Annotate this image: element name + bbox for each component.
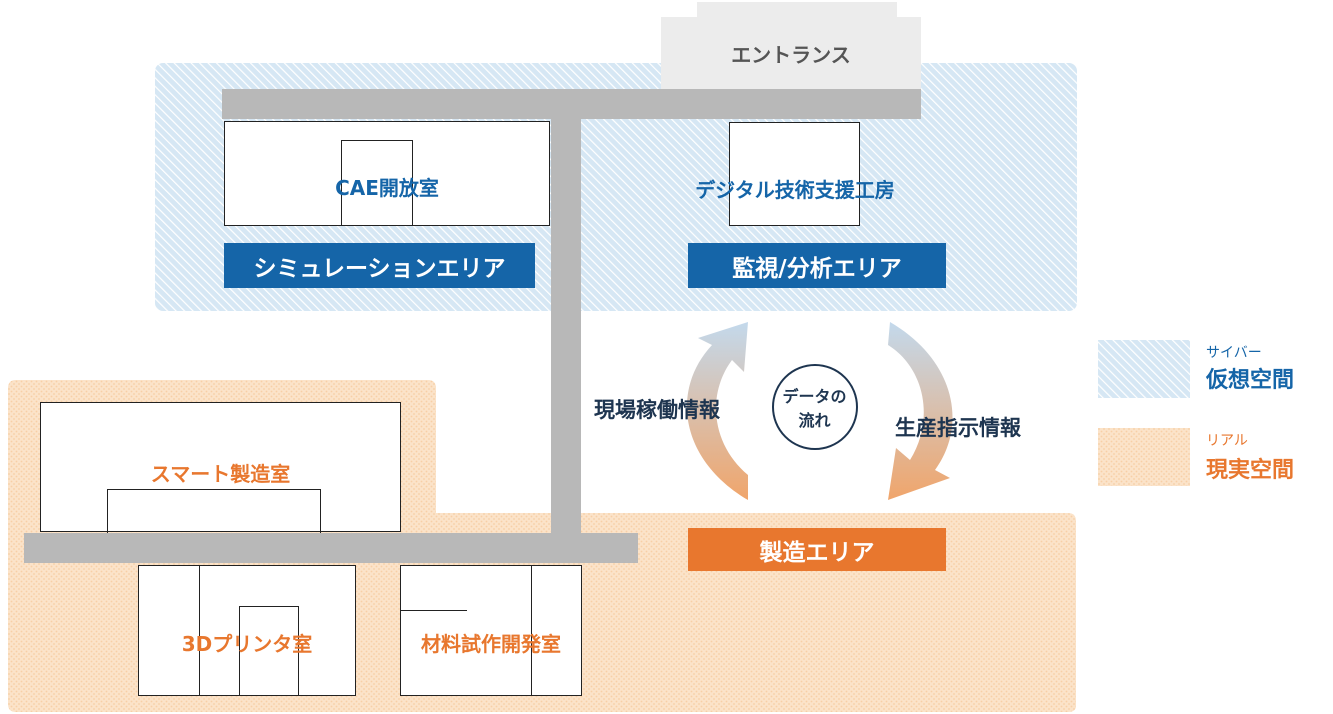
material-room-shelf	[401, 610, 467, 611]
entrance: エントランス	[661, 17, 921, 89]
arrow-down-right	[888, 322, 953, 500]
material-room-wall	[531, 566, 532, 696]
site-operation-info-label: 現場稼働情報	[594, 398, 720, 422]
digital-room-label: デジタル技術支援工房	[695, 178, 895, 202]
monitoring-area-tag: 監視/分析エリア	[688, 243, 946, 288]
smart-room-benches	[107, 489, 321, 533]
cae-room-partition	[341, 140, 413, 225]
entrance-label: エントランス	[731, 42, 851, 67]
printer-room-booth	[239, 606, 299, 696]
legend-real-small: リアル	[1206, 433, 1248, 449]
legend-virtual-swatch	[1098, 340, 1190, 398]
data-flow-circle: データの 流れ	[772, 364, 858, 450]
digital-room	[729, 122, 860, 226]
printer-room	[138, 565, 356, 696]
cae-room-label: CAE開放室	[335, 176, 439, 200]
cae-room	[224, 121, 550, 226]
corridor-vertical	[551, 89, 581, 557]
data-flow-line1: データの	[782, 387, 847, 406]
smart-room-label: スマート製造室	[150, 462, 291, 486]
printer-room-wall	[199, 566, 200, 696]
legend-real-big: 現実空間	[1206, 458, 1295, 483]
material-room-label: 材料試作開発室	[421, 632, 561, 656]
printer-room-label: 3Dプリンタ室	[181, 632, 313, 656]
legend-real-swatch	[1098, 428, 1190, 486]
legend-virtual-small: サイバー	[1206, 345, 1262, 361]
simulation-area-tag: シミュレーションエリア	[224, 243, 535, 288]
corridor-bottom	[24, 533, 638, 563]
manufacturing-area-tag: 製造エリア	[688, 528, 946, 571]
legend-virtual-big: 仮想空間	[1206, 368, 1295, 393]
data-flow-line2: 流れ	[798, 411, 831, 430]
smart-room	[40, 402, 401, 533]
arrow-up-left	[686, 322, 748, 500]
production-instruction-info-label: 生産指示情報	[895, 416, 1021, 440]
material-room	[400, 565, 582, 696]
